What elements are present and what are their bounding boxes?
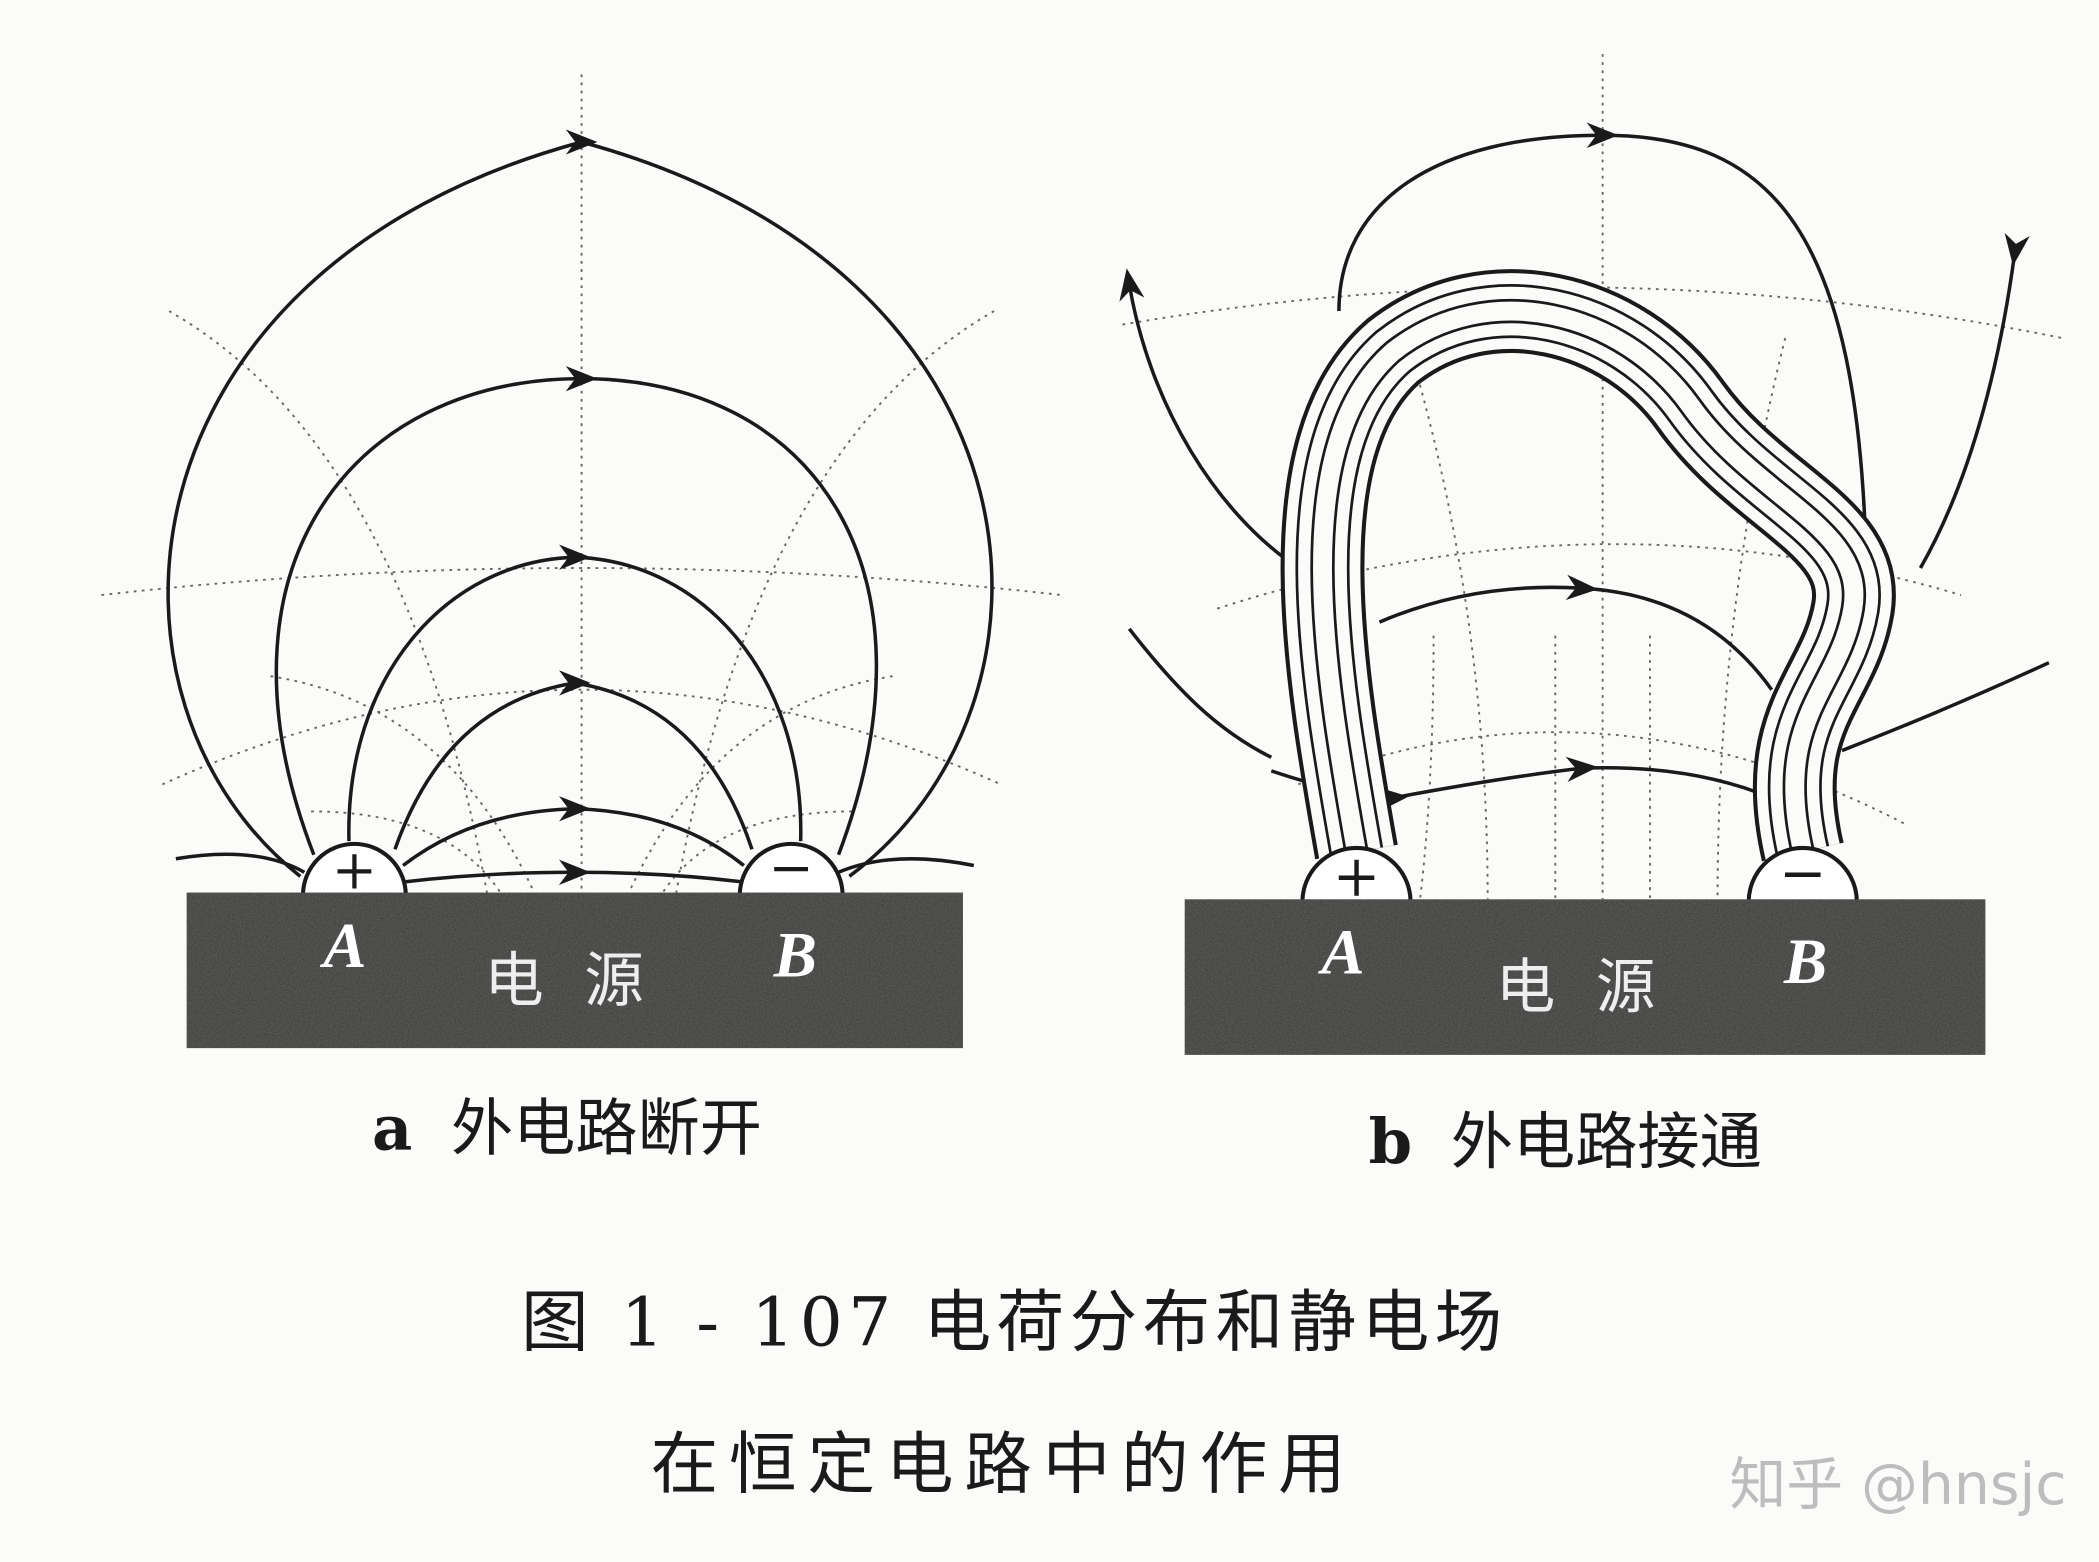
panel-a-open-circuit: + − A B 电源 a 外电路断开 [101, 74, 1062, 1165]
equipotential-lines [1122, 54, 2063, 900]
minus-sign: − [1779, 841, 1827, 907]
figure-caption-line2: 在恒定电路中的作用 [651, 1425, 1357, 1504]
caption-letter: a [372, 1092, 412, 1165]
caption-b: b 外电路接通 [1369, 1105, 1762, 1178]
watermark: 知乎 @hnsjc [1729, 1452, 2066, 1518]
terminal-b-label: B [1783, 926, 1827, 998]
terminal-b-label: B [773, 919, 817, 991]
caption-letter: b [1369, 1105, 1412, 1178]
figure-caption-line1: 图 1 - 107 电荷分布和静电场 [521, 1283, 1508, 1362]
caption-a: a 外电路断开 [372, 1092, 762, 1165]
external-wire [1280, 269, 1896, 862]
terminal-a-label: A [1317, 917, 1364, 989]
terminal-a-label: A [319, 910, 366, 982]
source-label: 电源 [484, 947, 684, 1016]
terminal-b-dome [1746, 845, 1859, 905]
caption-text: 外电路接通 [1451, 1105, 1762, 1178]
source-label: 电源 [1496, 954, 1696, 1023]
field-lines [1129, 122, 2050, 812]
field-lines [166, 129, 994, 885]
panel-b-closed-circuit: + − A B 电源 b 外电路接通 [1123, 54, 2063, 1178]
plus-sign: + [1333, 843, 1381, 909]
terminal-a-dome [1300, 845, 1413, 905]
caption-text: 外电路断开 [451, 1092, 762, 1165]
terminal-b-dome [737, 841, 845, 898]
minus-sign: − [769, 836, 814, 899]
terminal-a-dome [300, 841, 408, 898]
plus-sign: + [332, 839, 377, 902]
equipotential-lines [101, 74, 1062, 894]
